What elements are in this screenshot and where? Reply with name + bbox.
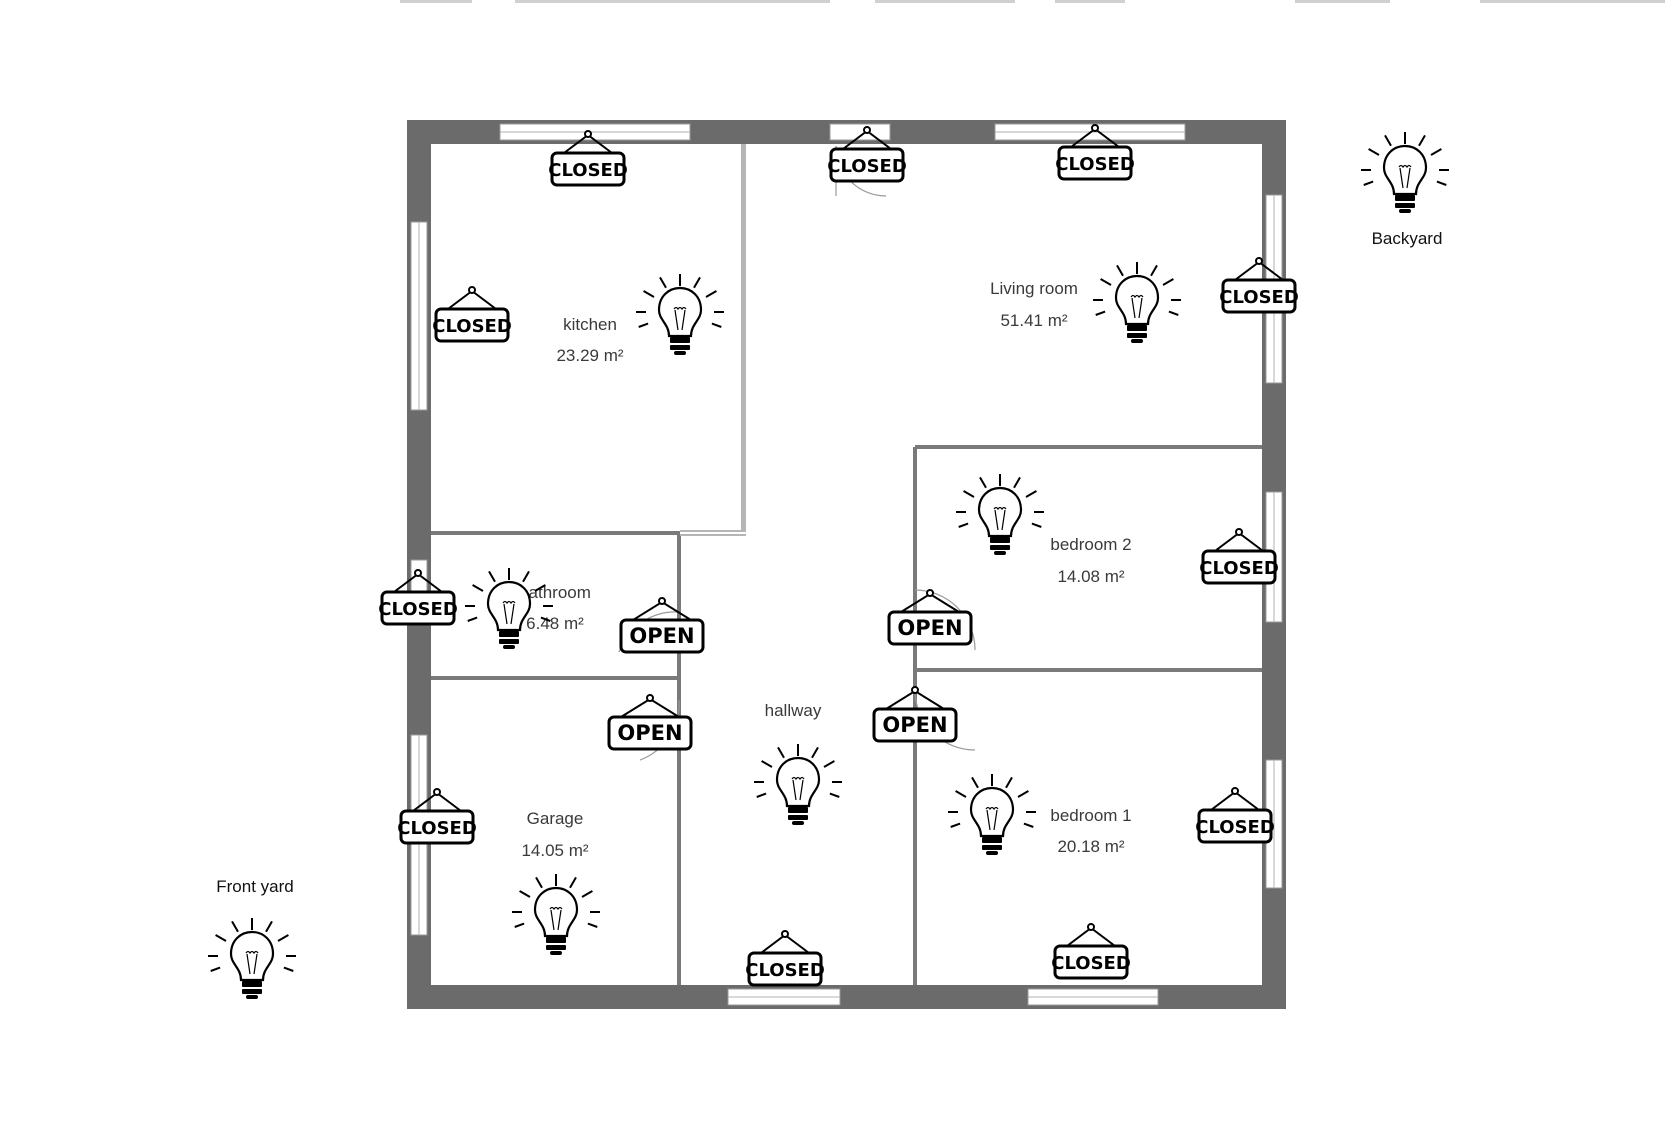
lightbulb-icon bbox=[512, 874, 600, 955]
status-sign-living-top-window: CLOSED bbox=[1055, 124, 1135, 181]
sign-label: CLOSED bbox=[827, 156, 907, 177]
room-name-hallway: hallway bbox=[765, 701, 822, 720]
lightbulb-icon bbox=[754, 744, 842, 825]
status-sign-bedroom2-door: OPEN bbox=[887, 589, 973, 646]
sign-label: OPEN bbox=[897, 616, 962, 640]
door-swings bbox=[618, 145, 976, 761]
room-name-garage: Garage bbox=[527, 809, 584, 828]
room-name-kitchen: kitchen bbox=[563, 315, 617, 334]
status-sign-bedroom1-bottom-window: CLOSED bbox=[1051, 923, 1131, 980]
room-labels: kitchen 23.29 m² Living room 51.41 m² be… bbox=[216, 229, 1442, 896]
status-sign-living-right-window: CLOSED bbox=[1219, 257, 1299, 314]
room-area-garage: 14.05 m² bbox=[521, 841, 588, 860]
sign-label: CLOSED bbox=[397, 818, 477, 839]
sign-label: CLOSED bbox=[378, 599, 458, 620]
room-name-bathroom: bathroom bbox=[519, 583, 591, 602]
status-sign-garage-door: OPEN bbox=[607, 694, 693, 751]
sign-label: OPEN bbox=[629, 624, 694, 648]
sign-label: OPEN bbox=[617, 721, 682, 745]
sign-label: CLOSED bbox=[432, 316, 512, 337]
status-sign-bedroom1-right-window: CLOSED bbox=[1195, 787, 1275, 844]
status-sign-bathroom-left-window: CLOSED bbox=[378, 569, 458, 626]
yard-label-frontyard: Front yard bbox=[216, 877, 293, 896]
lightbulb-icon bbox=[208, 918, 296, 999]
yard-label-backyard: Backyard bbox=[1372, 229, 1443, 248]
lightbulb-icon bbox=[465, 568, 553, 649]
status-sign-hallway-front-door: CLOSED bbox=[745, 930, 825, 987]
lightbulb-icon bbox=[1361, 132, 1449, 213]
sign-label: CLOSED bbox=[548, 160, 628, 181]
status-sign-kitchen-left-window: CLOSED bbox=[432, 286, 512, 343]
sign-label: CLOSED bbox=[1055, 154, 1135, 175]
status-sign-bathroom-door: OPEN bbox=[619, 597, 705, 654]
lightbulb-icon bbox=[1093, 262, 1181, 343]
sign-label: CLOSED bbox=[1199, 558, 1279, 579]
lights-layer bbox=[208, 132, 1449, 999]
status-sign-kitchen-top-window: CLOSED bbox=[548, 130, 628, 187]
room-area-living: 51.41 m² bbox=[1000, 311, 1067, 330]
sign-label: CLOSED bbox=[1051, 953, 1131, 974]
lightbulb-icon bbox=[948, 774, 1036, 855]
status-sign-garage-left-window: CLOSED bbox=[397, 788, 477, 845]
status-sign-bedroom1-door: OPEN bbox=[872, 686, 958, 743]
status-sign-bedroom2-right-window: CLOSED bbox=[1199, 528, 1279, 585]
sign-label: CLOSED bbox=[1219, 287, 1299, 308]
room-area-kitchen: 23.29 m² bbox=[556, 346, 623, 365]
sign-label: OPEN bbox=[882, 713, 947, 737]
exterior-windows bbox=[410, 123, 1283, 1006]
room-name-living: Living room bbox=[990, 279, 1078, 298]
exterior-walls bbox=[407, 120, 1286, 1009]
lightbulb-icon bbox=[956, 474, 1044, 555]
room-name-bedroom1: bedroom 1 bbox=[1050, 806, 1131, 825]
room-area-bathroom: 6.48 m² bbox=[526, 614, 584, 633]
status-sign-living-top-door: CLOSED bbox=[827, 126, 907, 183]
signs-layer: CLOSED CLOSED CLOSED CLOSED CLOSED CLOSED CLOS… bbox=[378, 124, 1299, 987]
room-area-bedroom2: 14.08 m² bbox=[1057, 567, 1124, 586]
top-edge-marks bbox=[400, 0, 1665, 3]
room-area-bedroom1: 20.18 m² bbox=[1057, 837, 1124, 856]
sign-label: CLOSED bbox=[1195, 817, 1275, 838]
room-name-bedroom2: bedroom 2 bbox=[1050, 535, 1131, 554]
lightbulb-icon bbox=[636, 274, 724, 355]
sign-label: CLOSED bbox=[745, 960, 825, 981]
